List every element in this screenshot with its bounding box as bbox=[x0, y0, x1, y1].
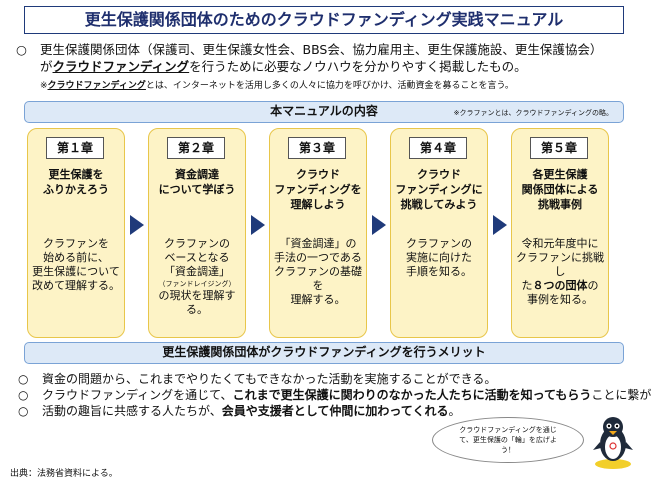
merit-item-2: クラウドファンディングを通じて、これまで更生保護に関わりのなかった人たちに活動を… bbox=[42, 387, 652, 403]
chapter-card-3: 第３章 クラウド ファンディングを 理解しよう 「資金調達」の 手法の一つである… bbox=[269, 128, 367, 338]
intro-note-term: クラウドファンディング bbox=[47, 81, 146, 91]
chapter-body-line: の現状を理解す bbox=[158, 289, 236, 302]
chapter-badge: 第２章 bbox=[167, 137, 225, 159]
merit-text: 資金の問題から、これまでやりたくてもできなかった活動を実施することができる。 bbox=[42, 372, 497, 386]
merit-item-1: 資金の問題から、これまでやりたくてもできなかった活動を実施することができる。 bbox=[42, 371, 496, 387]
merit-text: クラウドファンディングを通じて、 bbox=[42, 388, 233, 402]
speech-bubble-line: て、更生保護の「輪」を広げよ bbox=[459, 436, 557, 444]
chapter-heading: 更生保護を ふりかえろう bbox=[30, 167, 122, 197]
chapter-card-4: 第４章 クラウド ファンディングに 挑戦してみよう クラファンの 実施に向けた … bbox=[390, 128, 488, 338]
chapter-body-line: 手順を知る。 bbox=[406, 265, 472, 278]
chapter-heading: クラウド ファンディングを 理解しよう bbox=[272, 167, 364, 212]
chapter-badge: 第４章 bbox=[409, 137, 467, 159]
chapter-body-fragment: た bbox=[521, 279, 533, 292]
chapter-body: クラファンの 実施に向けた 手順を知る。 bbox=[393, 237, 485, 279]
chapter-body-line: た８つの団体の bbox=[514, 279, 606, 293]
chapter-body-line: クラファンの bbox=[164, 237, 230, 250]
chapter-body-line: クラファンに挑戦し bbox=[516, 251, 604, 278]
chapter-body: クラファンの ベースとなる 「資金調達」 （ファンドレイジング） の現状を理解す… bbox=[151, 237, 243, 317]
speech-bubble-line: う！ bbox=[501, 446, 515, 454]
merits-banner: 更生保護関係団体がクラウドファンディングを行うメリット bbox=[24, 342, 624, 364]
merit-text: 。 bbox=[448, 404, 461, 418]
chapter-card-1: 第１章 更生保護を ふりかえろう クラファンを 始める前に、 更生保護について … bbox=[27, 128, 125, 338]
chapter-body-emphasis: ８つの団体 bbox=[532, 279, 588, 292]
merit-emphasis: 会員や支援者として仲間に加わってくれる bbox=[221, 404, 449, 418]
chapter-badge: 第１章 bbox=[46, 137, 104, 159]
arrow-right-icon bbox=[493, 215, 507, 235]
page-title: 更生保護関係団体のためのクラウドファンディング実践マニュアル bbox=[24, 6, 624, 34]
chapter-body-line: クラファンの基礎を bbox=[274, 265, 362, 292]
contents-banner-note: ※クラファンとは、クラウドファンディングの略。 bbox=[453, 109, 613, 117]
merit-bullet: ○ bbox=[18, 404, 29, 418]
chapter-heading-line: 各更生保護 bbox=[532, 168, 588, 181]
chapter-heading-line: ふりかえろう bbox=[43, 183, 109, 196]
contents-banner: 本マニュアルの内容 ※クラファンとは、クラウドファンディングの略。 bbox=[24, 101, 624, 123]
merit-bullet: ○ bbox=[18, 388, 29, 402]
chapter-card-2: 第２章 資金調達 について学ぼう クラファンの ベースとなる 「資金調達」 （フ… bbox=[148, 128, 246, 338]
penguin-mascot-icon bbox=[593, 417, 633, 469]
chapter-body-line: 「資金調達」 bbox=[164, 265, 230, 278]
chapter-heading: 資金調達 について学ぼう bbox=[151, 167, 243, 197]
intro-note-post: とは、インターネットを活用し多くの人々に協力を呼びかけ、活動資金を募ることを言う… bbox=[145, 81, 514, 91]
chapter-body-line: 事例を知る。 bbox=[527, 293, 593, 306]
contents-banner-label: 本マニュアルの内容 bbox=[270, 104, 378, 118]
speech-bubble-line: クラウドファンディングを通じ bbox=[459, 426, 557, 434]
chapter-body-fragment: の bbox=[587, 279, 599, 292]
chapter-heading-line: について学ぼう bbox=[158, 183, 236, 196]
chapter-heading-line: 理解しよう bbox=[290, 198, 346, 211]
chapter-body-line: 始める前に、 bbox=[43, 251, 109, 264]
chapter-body-line: 理解する。 bbox=[290, 293, 346, 306]
chapter-body-line: 更生保護について bbox=[32, 265, 120, 278]
chapter-heading-line: ファンディングに bbox=[395, 183, 483, 196]
intro-line-2: がクラウドファンディングを行うために必要なノウハウを分かりやすく掲載したもの。 bbox=[40, 58, 527, 75]
chapter-card-5: 第５章 各更生保護 関係団体による 挑戦事例 令和元年度中に クラファンに挑戦し… bbox=[511, 128, 609, 338]
merit-bullet: ○ bbox=[18, 372, 29, 386]
speech-bubble: クラウドファンディングを通じ て、更生保護の「輪」を広げよ う！ bbox=[432, 417, 584, 463]
chapter-badge: 第５章 bbox=[530, 137, 588, 159]
chapter-body: 「資金調達」の 手法の一つである クラファンの基礎を 理解する。 bbox=[272, 237, 364, 307]
chapter-body-line: クラファンの bbox=[406, 237, 472, 250]
chapter-heading-line: 更生保護を bbox=[48, 168, 104, 181]
chapter-body: クラファンを 始める前に、 更生保護について 改めて理解する。 bbox=[30, 237, 122, 293]
merit-text: 活動の趣旨に共感する人たちが、 bbox=[42, 404, 222, 418]
chapter-heading-line: ファンディングを bbox=[274, 183, 362, 196]
chapter-body-line: 実施に向けた bbox=[406, 251, 472, 264]
chapter-heading-line: 挑戦してみよう bbox=[400, 198, 478, 211]
chapter-heading-line: 資金調達 bbox=[175, 168, 219, 181]
merit-emphasis: これまで更生保護に関わりのなかった人たちに活動を知ってもらう bbox=[232, 388, 592, 402]
chapter-body-line: 手法の一つである bbox=[274, 251, 362, 264]
chapter-heading-line: 関係団体による bbox=[521, 183, 599, 196]
chapter-body-small: （ファンドレイジング） bbox=[158, 280, 236, 288]
intro-line-1: 更生保護関係団体（保護司、更生保護女性会、BBS会、協力雇用主、更生保護施設、更… bbox=[40, 42, 603, 57]
arrow-right-icon bbox=[251, 215, 265, 235]
chapter-heading: 各更生保護 関係団体による 挑戦事例 bbox=[514, 167, 606, 212]
intro-note: ※クラウドファンディングとは、インターネットを活用し多くの人々に協力を呼びかけ、… bbox=[40, 80, 514, 92]
chapter-body-line: 令和元年度中に bbox=[521, 237, 599, 250]
arrow-right-icon bbox=[372, 215, 386, 235]
chapter-heading: クラウド ファンディングに 挑戦してみよう bbox=[393, 167, 485, 212]
chapter-body-line: る。 bbox=[186, 303, 208, 316]
arrow-right-icon bbox=[130, 215, 144, 235]
intro-line-2-post: を行うために必要なノウハウを分かりやすく掲載したもの。 bbox=[189, 59, 527, 74]
source-note: 出典：法務省資料による。 bbox=[10, 469, 118, 479]
chapter-heading-line: 挑戦事例 bbox=[538, 198, 582, 211]
chapter-body-line: 「資金調達」の bbox=[279, 237, 357, 250]
merit-item-3: 活動の趣旨に共感する人たちが、会員や支援者として仲間に加わってくれる。 bbox=[42, 403, 460, 419]
chapter-badge: 第３章 bbox=[288, 137, 346, 159]
chapter-heading-line: クラウド bbox=[417, 168, 461, 181]
intro-line-2-term: クラウドファンディング bbox=[52, 59, 190, 74]
chapter-body-line: ベースとなる bbox=[164, 251, 230, 264]
intro-line-2-pre: が bbox=[40, 59, 53, 74]
chapter-heading-line: クラウド bbox=[296, 168, 340, 181]
chapter-body-line: 改めて理解する。 bbox=[32, 279, 120, 292]
chapter-body: 令和元年度中に クラファンに挑戦し た８つの団体の 事例を知る。 bbox=[514, 237, 606, 307]
chapter-body-line: クラファンを bbox=[43, 237, 109, 250]
intro-bullet: ○ bbox=[16, 42, 27, 57]
merit-text: ことに繋がる。 bbox=[591, 388, 652, 402]
intro-note-prefix: ※ bbox=[40, 81, 48, 91]
